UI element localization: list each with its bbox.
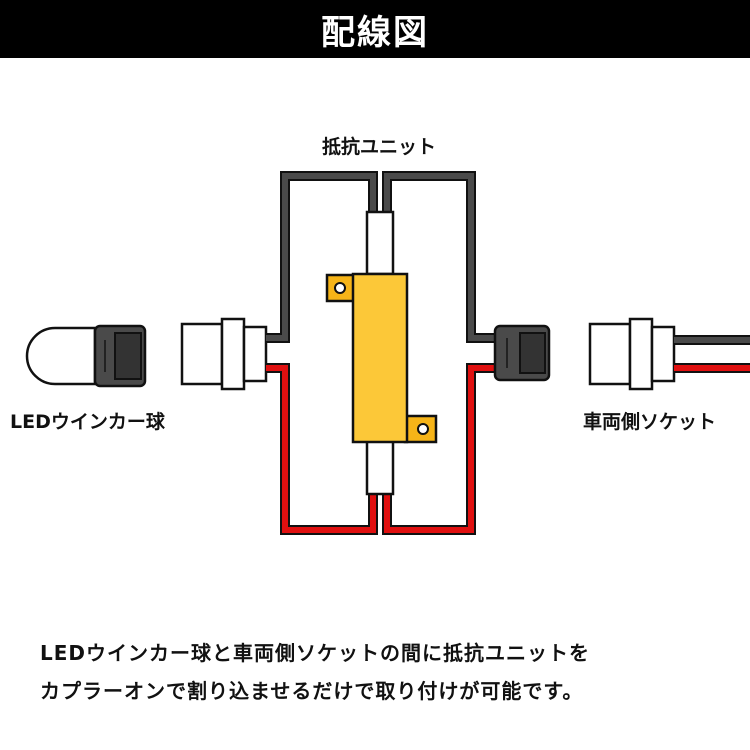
resistor-unit-label: 抵抗ユニット	[322, 136, 437, 158]
led-bulb	[25, 324, 147, 388]
caption: LEDウインカー球と車両側ソケットの間に抵抗ユニットを カプラーオンで割り込ませ…	[40, 634, 730, 710]
header-title: 配線図	[0, 0, 750, 58]
adapter-socket-left	[180, 317, 268, 391]
caption-line-1: LEDウインカー球と車両側ソケットの間に抵抗ユニットを	[40, 641, 591, 665]
adapter-plug-right	[493, 324, 551, 382]
resistor-unit	[325, 210, 438, 496]
red-wires	[266, 363, 495, 535]
vehicle-socket-label: 車両側ソケット	[583, 411, 717, 433]
vehicle-socket	[588, 317, 750, 391]
caption-line-2: カプラーオンで割り込ませるだけで取り付けが可能です。	[40, 679, 584, 703]
led-bulb-label: LEDウインカー球	[10, 411, 165, 433]
black-wires	[266, 171, 495, 343]
